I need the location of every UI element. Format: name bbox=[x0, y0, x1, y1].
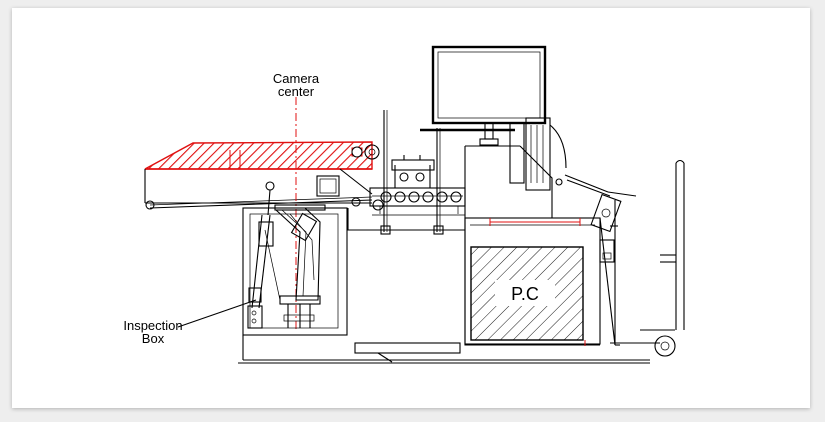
camera-center-label-line2: center bbox=[278, 84, 315, 99]
inspection-box-label-line2: Box bbox=[142, 331, 165, 346]
inspection-box bbox=[242, 181, 348, 336]
conveyor-body bbox=[144, 144, 380, 210]
machine-base bbox=[238, 329, 676, 364]
diagram-card bbox=[12, 8, 810, 408]
pc-box: P.C bbox=[470, 246, 584, 341]
pc-label: P.C bbox=[511, 284, 539, 304]
tower-mechanism bbox=[509, 117, 637, 233]
roller-conveyor bbox=[369, 110, 466, 235]
inspection-box-leader bbox=[177, 299, 257, 328]
right-cabinet bbox=[347, 145, 620, 346]
monitor bbox=[420, 45, 547, 146]
camera-center-label-line1: Camera bbox=[273, 71, 320, 86]
handle bbox=[660, 159, 685, 330]
red-conveyor-cover bbox=[144, 141, 373, 170]
inspection-box-label-line1: Inspection bbox=[123, 318, 182, 333]
